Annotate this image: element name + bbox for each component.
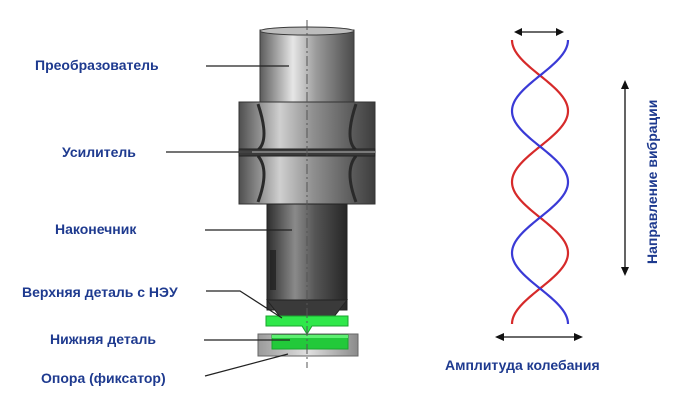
label-amplitude: Амплитуда колебания bbox=[445, 357, 600, 373]
bottom-amplitude-arrow bbox=[495, 333, 583, 341]
lower-part-green bbox=[271, 334, 349, 350]
label-booster: Усилитель bbox=[62, 144, 136, 160]
label-upper-part: Верхняя деталь с НЭУ bbox=[22, 284, 178, 300]
label-transducer: Преобразователь bbox=[35, 57, 159, 73]
vibration-direction-arrow bbox=[621, 80, 629, 276]
label-vibration-direction: Направление вибрации bbox=[644, 99, 660, 264]
leader-lines bbox=[166, 65, 292, 377]
upper-part-green bbox=[265, 315, 349, 335]
label-lower-part: Нижняя деталь bbox=[50, 331, 156, 347]
label-support: Опора (фиксатор) bbox=[41, 370, 166, 386]
top-amplitude-arrow bbox=[514, 28, 564, 36]
vibration-wave-diagram bbox=[510, 39, 570, 325]
blue-wave bbox=[510, 39, 570, 325]
label-horn: Наконечник bbox=[55, 221, 137, 237]
red-wave bbox=[510, 39, 570, 325]
